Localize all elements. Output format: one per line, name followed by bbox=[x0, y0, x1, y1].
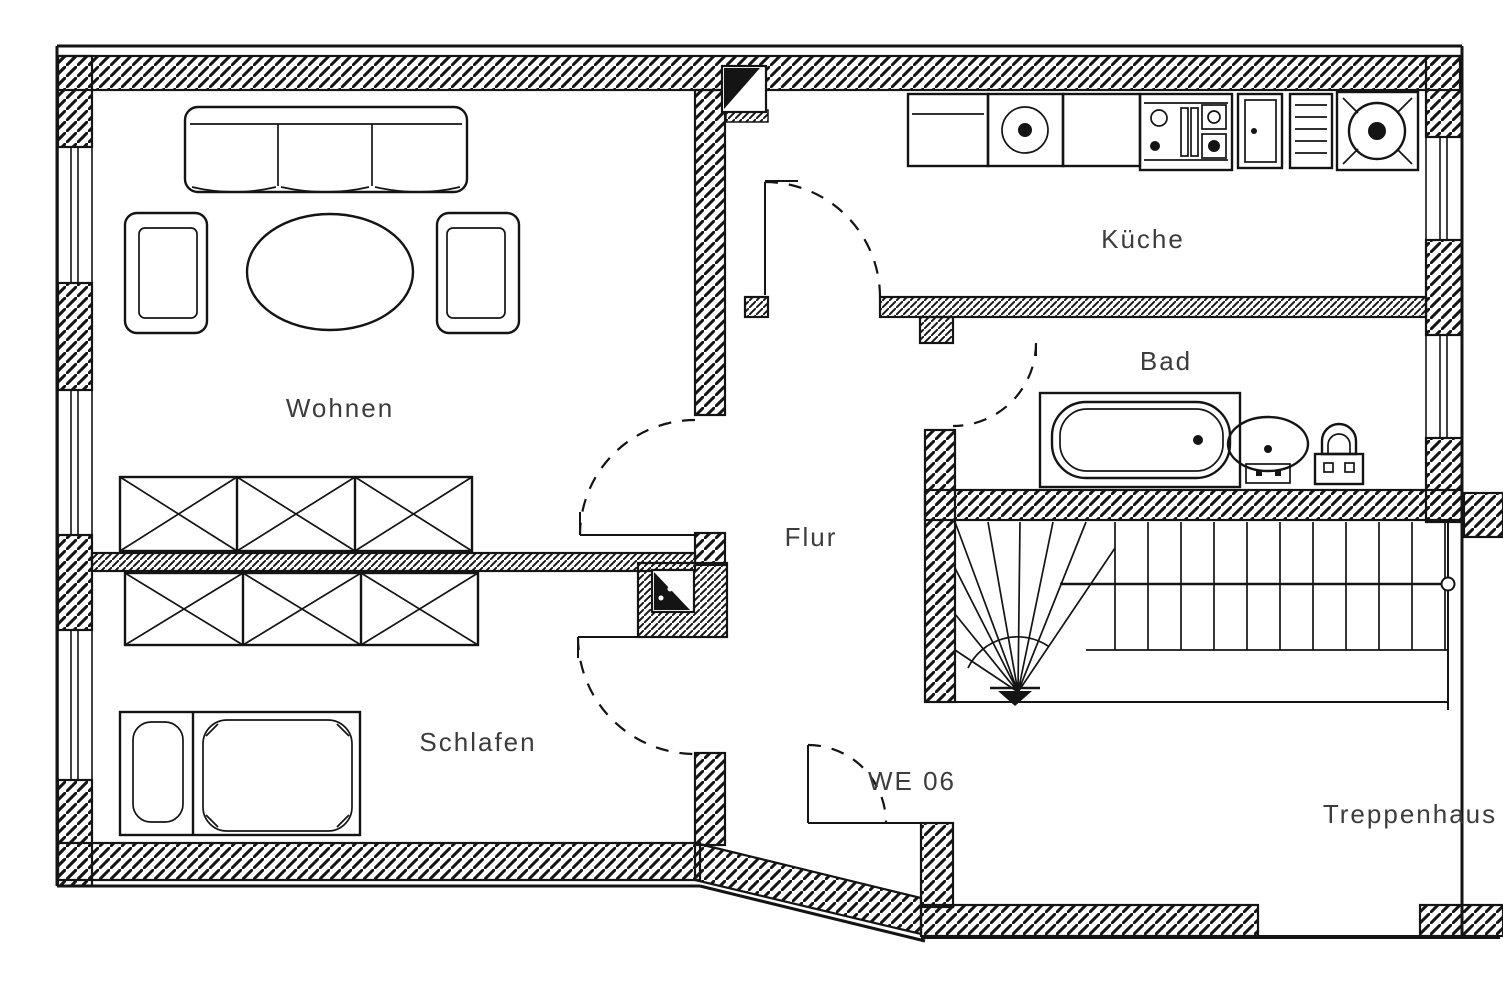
wall-stairwell-bottom bbox=[919, 903, 1260, 938]
window-icon bbox=[57, 389, 93, 536]
wall-right-segment bbox=[1424, 54, 1464, 139]
wall-bottom-left bbox=[56, 841, 702, 882]
stair-winder-treads bbox=[954, 521, 1116, 693]
wardrobe-icon bbox=[118, 475, 474, 553]
room-label-treppenhaus: Treppenhaus bbox=[1323, 799, 1497, 829]
cooktop-icon bbox=[1335, 90, 1420, 172]
washing-machine-icon bbox=[986, 92, 1065, 168]
pillow-icon bbox=[132, 721, 184, 823]
washbasin-icon bbox=[1226, 415, 1310, 484]
door-swing-wohnen bbox=[578, 418, 696, 536]
contour-diagonal bbox=[699, 884, 926, 943]
door-swing-bad bbox=[952, 342, 1038, 428]
counter-unit bbox=[906, 92, 990, 168]
toilet-icon bbox=[1313, 422, 1365, 486]
unit-label: WE 06 bbox=[868, 766, 956, 796]
wall-flur-stairs bbox=[923, 428, 957, 704]
door-swing-kueche bbox=[764, 180, 882, 298]
wall-left-segment bbox=[56, 533, 94, 632]
oven-icon bbox=[1288, 92, 1334, 170]
wall-bad-door-stub bbox=[918, 315, 955, 345]
door-swing-schlafen bbox=[576, 636, 696, 756]
living-room-furniture bbox=[123, 105, 521, 335]
room-label-schlafen: Schlafen bbox=[419, 727, 536, 757]
room-labels: Wohnen Schlafen Küche Bad Flur WE 06 Tre… bbox=[286, 224, 1497, 829]
stair-winder-arc bbox=[967, 636, 1049, 669]
refrigerator-icon bbox=[1236, 92, 1284, 170]
window-icon bbox=[57, 146, 93, 284]
wardrobe-icon bbox=[123, 571, 480, 647]
wall-kueche-stub bbox=[743, 295, 770, 319]
stairs-icon bbox=[925, 521, 1456, 710]
interior-walls bbox=[90, 88, 1464, 847]
counter-unit bbox=[1061, 92, 1142, 168]
armchair-icon bbox=[435, 211, 521, 335]
wall-left-segment bbox=[56, 54, 94, 149]
wall-entrance-stub bbox=[919, 821, 955, 909]
wall-diagonal-entrance bbox=[693, 841, 923, 936]
stair-direction-arrow-icon bbox=[990, 686, 1040, 706]
wall-wohnen-schlafen bbox=[90, 551, 697, 573]
bathroom-fixtures bbox=[1038, 391, 1365, 489]
coffee-table-icon bbox=[245, 212, 415, 332]
room-label-wohnen: Wohnen bbox=[286, 393, 394, 423]
bed-icon bbox=[118, 710, 362, 837]
room-label-bad: Bad bbox=[1140, 346, 1192, 376]
window-icon bbox=[57, 629, 93, 781]
wall-bad-bottom bbox=[923, 488, 1464, 522]
wall-right-segment bbox=[1424, 238, 1464, 337]
room-label-kueche: Küche bbox=[1101, 224, 1185, 254]
wall-neighbor-stub bbox=[1462, 491, 1503, 539]
wall-flur-wohnen bbox=[693, 531, 727, 567]
wall-kueche-bottom bbox=[878, 295, 1428, 319]
kitchen-counter-icon bbox=[906, 90, 1420, 172]
bathtub-icon bbox=[1038, 391, 1242, 489]
chimney-icon bbox=[650, 568, 696, 614]
door-swing-entrance bbox=[807, 743, 921, 824]
wall-flur-wohnen bbox=[693, 88, 727, 417]
room-label-flur: Flur bbox=[785, 522, 838, 552]
window-icon bbox=[1425, 136, 1463, 241]
sofa-icon bbox=[183, 105, 469, 194]
doors bbox=[576, 180, 1038, 824]
wall-stairwell-bottom bbox=[1418, 903, 1503, 938]
kitchen-sink-icon bbox=[1138, 92, 1234, 172]
wall-left-segment bbox=[56, 281, 94, 392]
wall-flur-schlafen bbox=[693, 751, 727, 847]
handrail-icon bbox=[1060, 576, 1456, 592]
stair-treads bbox=[1114, 522, 1446, 650]
windows bbox=[57, 136, 1463, 781]
armchair-icon bbox=[123, 211, 209, 335]
chimney-icon bbox=[720, 64, 769, 123]
window-icon bbox=[1425, 334, 1463, 439]
